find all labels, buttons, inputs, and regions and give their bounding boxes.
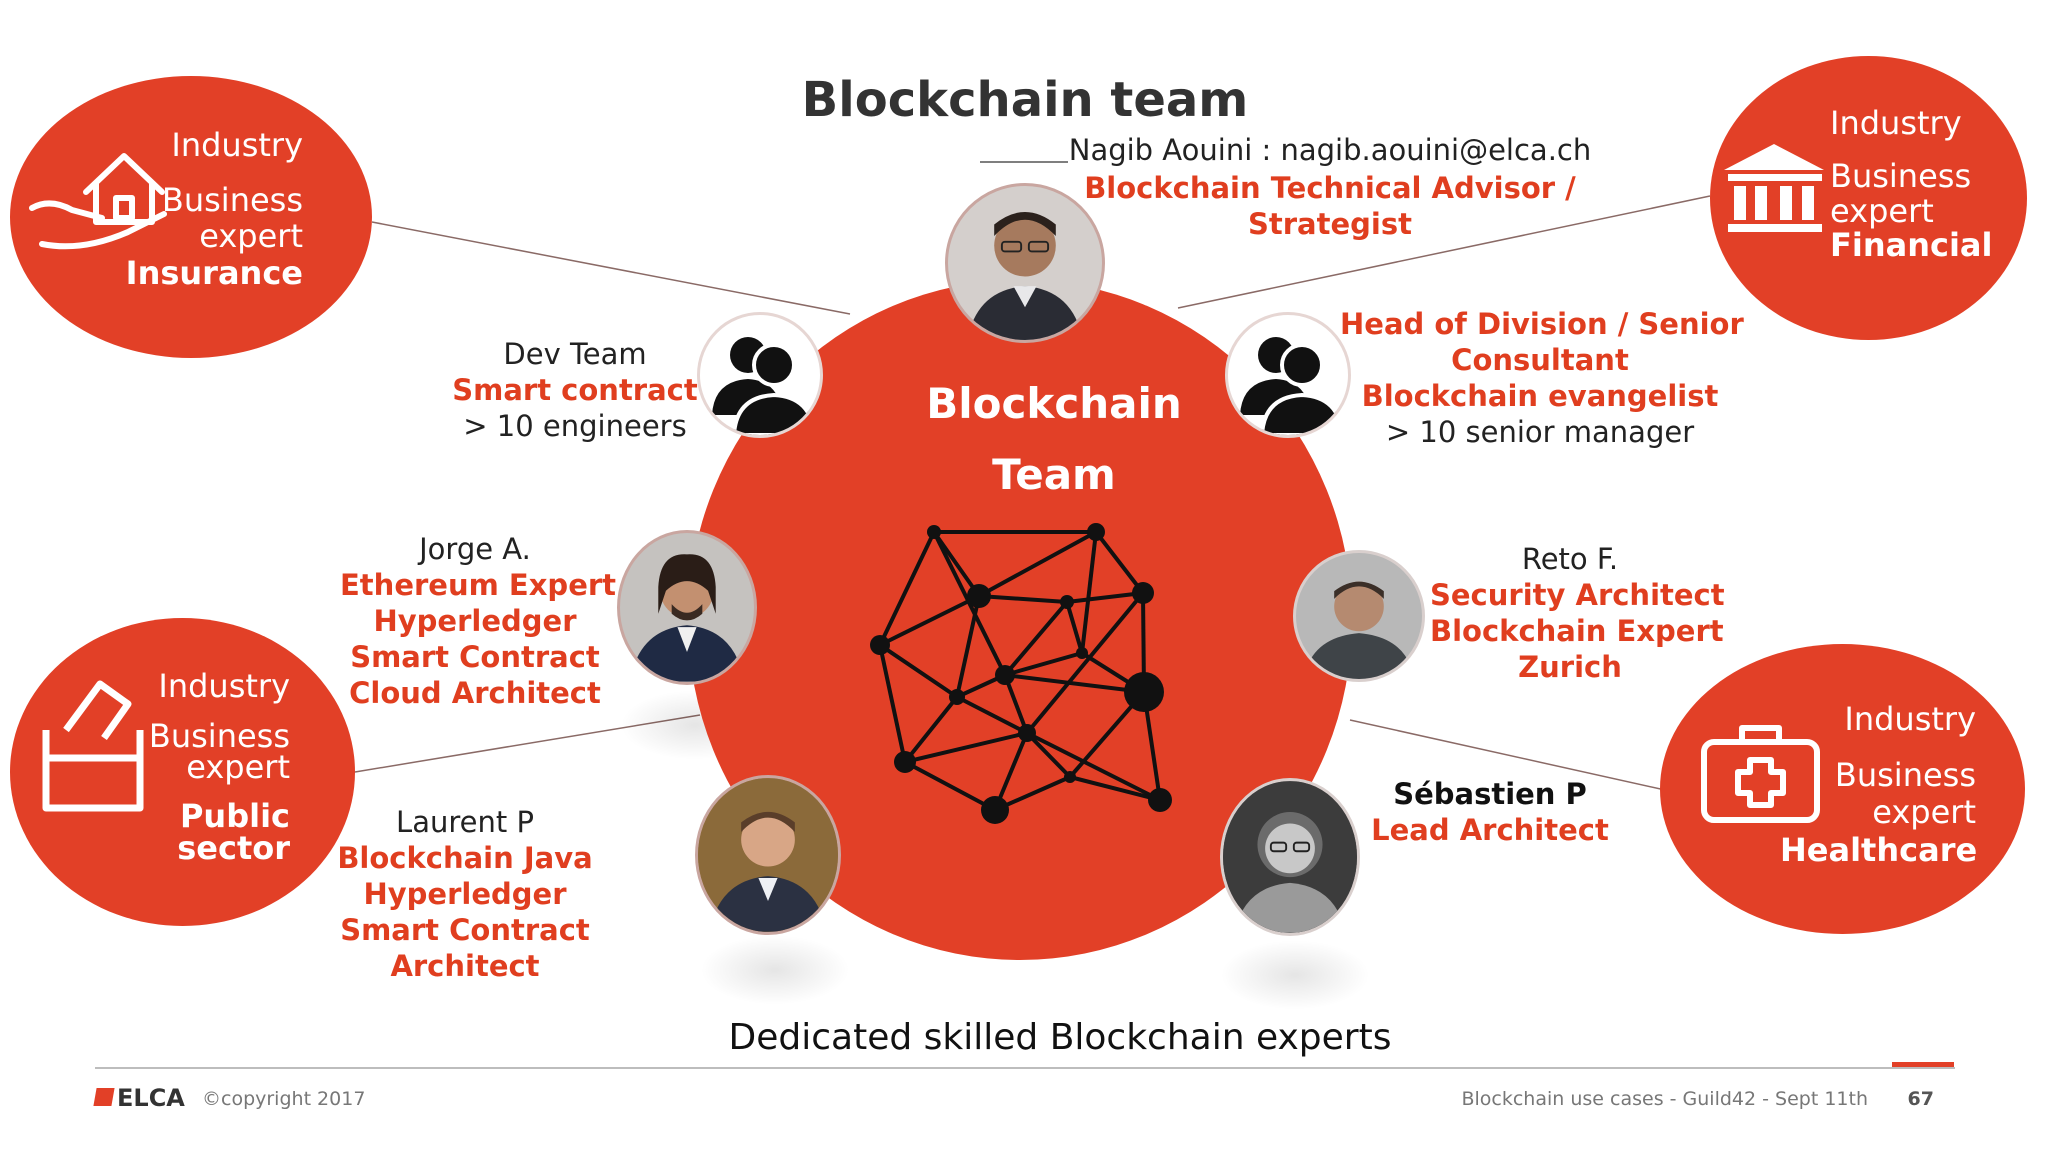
house-in-hand-icon bbox=[29, 153, 167, 250]
healthcare-business-label: Business bbox=[1834, 756, 1976, 794]
industry-public-circle bbox=[10, 618, 355, 926]
jorge-name: Jorge A. bbox=[419, 532, 531, 566]
jorge-role: Ethereum Expert bbox=[340, 568, 617, 602]
footer-accent-bar bbox=[1892, 1062, 1954, 1067]
footer-divider bbox=[95, 1067, 1955, 1069]
healthcare-industry-label: Industry bbox=[1844, 700, 1976, 738]
financial-expert-label: expert bbox=[1830, 192, 1934, 230]
head-role-line2: Consultant bbox=[1451, 343, 1629, 377]
photo-shadow bbox=[1220, 940, 1370, 1010]
laurent-avatar bbox=[695, 775, 841, 935]
head-role-line1: Head of Division / Senior bbox=[1340, 307, 1744, 341]
reto-role: Zurich bbox=[1518, 650, 1622, 684]
insurance-industry-label: Industry bbox=[171, 126, 303, 164]
lead-name: Nagib Aouini : nagib.aouini@elca.ch bbox=[1068, 133, 1592, 167]
healthcare-sector-label: Healthcare bbox=[1780, 831, 1978, 869]
dev-team-avatar bbox=[697, 312, 823, 438]
dev-team-count: > 10 engineers bbox=[463, 409, 687, 443]
jorge-role: Smart Contract bbox=[350, 640, 600, 674]
public-sector-label-line1: Public bbox=[179, 797, 290, 835]
first-aid-kit-icon bbox=[1701, 725, 1820, 823]
sebastien-avatar bbox=[1220, 778, 1360, 936]
healthcare-expert-label: expert bbox=[1872, 793, 1976, 831]
blockchain-network-icon bbox=[870, 523, 1172, 824]
sebastien-role: Lead Architect bbox=[1371, 813, 1609, 847]
dev-team-role: Smart contract bbox=[452, 373, 698, 407]
center-title-line2: Team bbox=[992, 450, 1116, 499]
page-title: Blockchain team bbox=[801, 72, 1249, 128]
nagib-avatar bbox=[945, 183, 1105, 343]
footer-copyright: ©copyright 2017 bbox=[202, 1088, 366, 1110]
industry-insurance-circle bbox=[10, 76, 372, 358]
jorge-role: Hyperledger bbox=[373, 604, 577, 638]
ballot-box-icon bbox=[42, 680, 144, 812]
head-of-division-avatar bbox=[1225, 312, 1351, 438]
insurance-sector-label: Insurance bbox=[125, 254, 303, 292]
footer-event: Blockchain use cases - Guild42 - Sept 11… bbox=[1461, 1088, 1868, 1110]
financial-industry-label: Industry bbox=[1830, 104, 1962, 142]
laurent-role: Smart Contract bbox=[340, 913, 590, 947]
financial-business-label: Business bbox=[1830, 157, 1972, 195]
public-expert-label: expert bbox=[186, 748, 290, 786]
public-business-label: Business bbox=[148, 717, 290, 755]
slide-subtitle: Dedicated skilled Blockchain experts bbox=[728, 1017, 1392, 1058]
reto-role: Blockchain Expert bbox=[1430, 614, 1724, 648]
insurance-expert-label: expert bbox=[199, 217, 303, 255]
reto-role: Security Architect bbox=[1430, 578, 1725, 612]
laurent-role: Blockchain Java bbox=[337, 841, 593, 875]
insurance-business-label: Business bbox=[161, 181, 303, 219]
public-industry-label: Industry bbox=[158, 667, 290, 705]
laurent-name: Laurent P bbox=[396, 805, 534, 839]
elca-logo-text: ELCA bbox=[117, 1084, 185, 1112]
public-sector-label-line2: sector bbox=[177, 829, 290, 867]
sebastien-name: Sébastien P bbox=[1393, 777, 1587, 811]
elca-logo-mark bbox=[93, 1088, 115, 1106]
dev-team-name: Dev Team bbox=[503, 337, 647, 371]
laurent-role: Hyperledger bbox=[363, 877, 567, 911]
head-role-line3: Blockchain evangelist bbox=[1361, 379, 1719, 413]
laurent-role: Architect bbox=[390, 949, 540, 983]
lead-role-line2: Strategist bbox=[1248, 207, 1412, 241]
page-number: 67 bbox=[1907, 1088, 1934, 1110]
jorge-avatar bbox=[617, 530, 757, 685]
jorge-role: Cloud Architect bbox=[349, 676, 601, 710]
financial-sector-label: Financial bbox=[1830, 226, 1993, 264]
reto-avatar bbox=[1293, 550, 1425, 682]
head-count: > 10 senior manager bbox=[1385, 415, 1695, 449]
industry-healthcare-circle bbox=[1660, 644, 2025, 934]
center-title-line1: Blockchain bbox=[926, 379, 1182, 428]
bank-icon bbox=[1724, 144, 1824, 232]
lead-role-line1: Blockchain Technical Advisor / bbox=[1084, 171, 1576, 205]
photo-shadow bbox=[700, 935, 850, 1005]
reto-name: Reto F. bbox=[1521, 542, 1619, 576]
